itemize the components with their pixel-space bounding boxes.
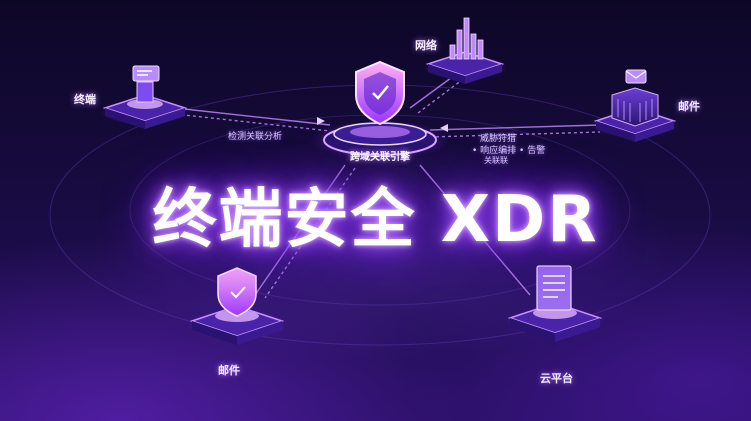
- endpoint-node: [100, 65, 190, 129]
- shield-icon-small: [217, 267, 257, 317]
- document-icon: [536, 265, 572, 311]
- link-hub-mail-right-dashed: [429, 131, 601, 138]
- link-hub-mail-right: [429, 124, 601, 131]
- link-endpoint-hub-dashed: [174, 113, 331, 132]
- arrow-from-right: [440, 124, 448, 132]
- node-label-network: 网络: [415, 39, 437, 52]
- check-icon: [372, 85, 389, 100]
- node-label-mail-right: 邮件: [678, 100, 700, 113]
- flow-label-right-2: • 响应编排 • 告警: [472, 146, 546, 156]
- link-hub-cloud: [419, 164, 531, 296]
- flow-label-left: 检测关联分析: [228, 132, 283, 142]
- node-label-cloud: 云平台: [540, 372, 573, 385]
- arrow-to-hub: [317, 117, 325, 125]
- monitor-icon: [132, 65, 160, 82]
- connection-lines: [174, 74, 601, 299]
- network-node: [423, 17, 507, 84]
- mail-icon: [625, 69, 647, 84]
- link-hub-network: [409, 74, 456, 109]
- link-hub-mail-left-dashed: [264, 167, 356, 299]
- hub-core-glow: [350, 126, 410, 138]
- mail-left-node: [187, 267, 287, 345]
- cloud-node: [505, 265, 605, 342]
- mail-right-node: [590, 69, 680, 142]
- flow-label-right-3: 关联联: [484, 156, 508, 165]
- node-label-endpoint: 终端: [74, 93, 96, 106]
- node-label-mail-left: 邮件: [218, 364, 240, 377]
- hub-node: [310, 60, 450, 160]
- bar-chart-icon: [449, 17, 484, 60]
- link-hub-mail-left: [254, 164, 346, 296]
- hub-label: 跨域关联引擎: [350, 152, 410, 163]
- flow-arrows: [317, 117, 448, 132]
- flow-label-right-1: 威胁狩猎: [480, 134, 517, 144]
- link-endpoint-hub: [174, 107, 331, 126]
- page-title: 终端安全 XDR: [152, 183, 599, 257]
